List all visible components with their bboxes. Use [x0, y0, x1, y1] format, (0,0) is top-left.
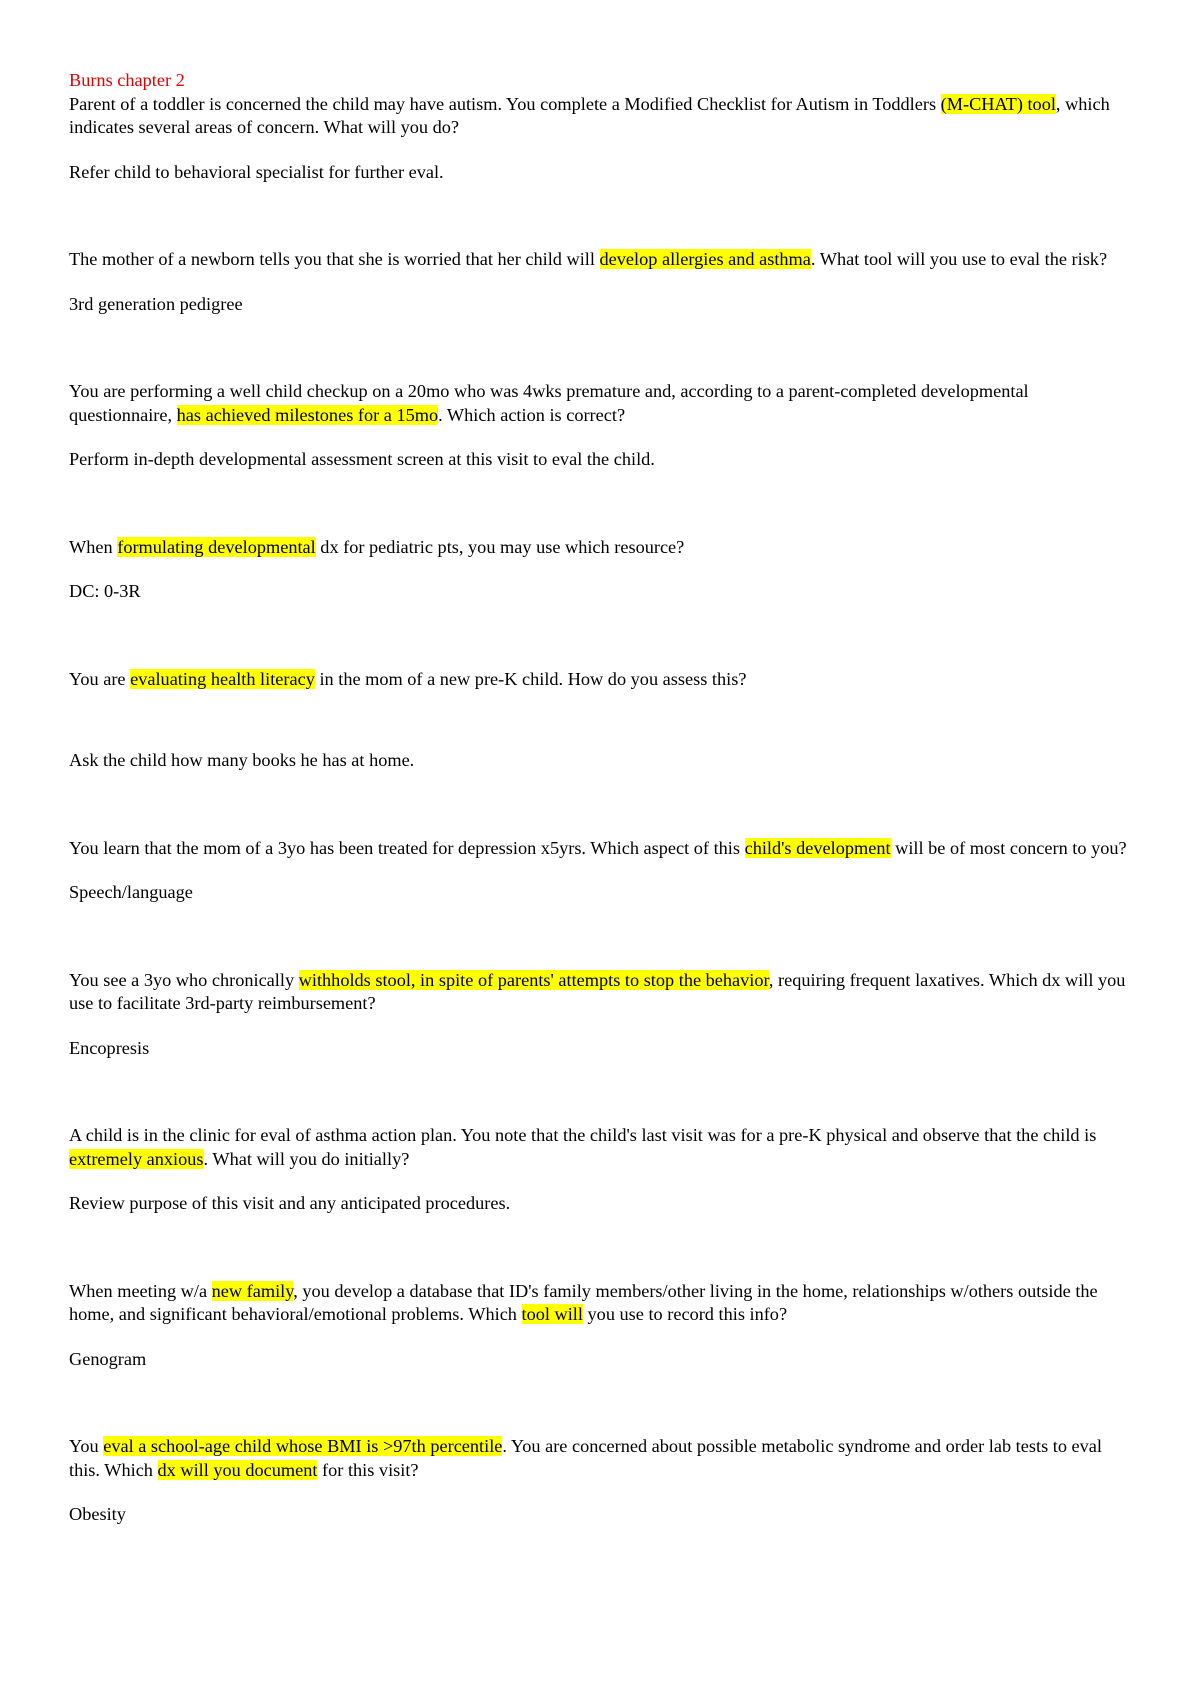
question-segment: . You are concerned about possible metab… [69, 1436, 1102, 1480]
qa-list: Parent of a toddler is concerned the chi… [69, 93, 1129, 1527]
qa-block: You are evaluating health literacy in th… [69, 668, 1129, 773]
spacer [69, 691, 1129, 728]
question-text: Parent of a toddler is concerned the chi… [69, 93, 1129, 140]
question-text: You learn that the mom of a 3yo has been… [69, 837, 1129, 861]
answer-text: Speech/language [69, 882, 193, 902]
highlighted-text: extremely anxious [69, 1148, 204, 1169]
question-segment: , which indicates several areas of conce… [69, 93, 1110, 138]
qa-block: You eval a school-age child whose BMI is… [69, 1435, 1129, 1527]
question-segment: You learn that the mom of a 3yo has been… [69, 837, 745, 858]
highlighted-text: evaluating health literacy [130, 668, 315, 689]
document-page: Burns chapter 2 Parent of a toddler is c… [69, 69, 1129, 1527]
highlighted-text: formulating developmental [117, 536, 316, 557]
question-text: You see a 3yo who chronically withholds … [69, 969, 1129, 1016]
qa-block: A child is in the clinic for eval of ast… [69, 1124, 1129, 1216]
question-segment: will be of most concern to you? [890, 837, 1127, 858]
answer-text: Review purpose of this visit and any ant… [69, 1193, 511, 1213]
answer-text: Perform in-depth developmental assessmen… [69, 449, 655, 469]
question-text: The mother of a newborn tells you that s… [69, 248, 1129, 272]
qa-block: Parent of a toddler is concerned the chi… [69, 93, 1129, 185]
question-segment: When [69, 536, 118, 557]
question-segment: The mother of a newborn tells you that s… [69, 249, 600, 269]
section-gap [69, 905, 1129, 969]
qa-block: You see a 3yo who chronically withholds … [69, 969, 1129, 1061]
question-segment: for this visit? [317, 1459, 419, 1480]
question-segment: , requiring frequent laxatives. Which dx… [69, 969, 1126, 1014]
section-gap [69, 184, 1129, 248]
question-segment: . What will you do initially? [203, 1148, 410, 1169]
answer-text: Genogram [69, 1348, 147, 1369]
document-title: Burns chapter 2 [69, 70, 185, 90]
question-text: You are evaluating health literacy in th… [69, 668, 1129, 692]
question-segment: . Which action is correct? [438, 404, 626, 425]
question-segment: in the mom of a new pre-K child. How do … [314, 668, 747, 689]
highlighted-text: dx will you document [157, 1459, 318, 1480]
question-segment: you use to record this info? [582, 1304, 788, 1324]
answer-text: Ask the child how many books he has at h… [69, 750, 415, 770]
question-segment: You are performing a well child checkup … [69, 381, 1029, 425]
question-segment: When meeting w/a [69, 1280, 212, 1301]
question-segment: You [69, 1436, 104, 1456]
section-gap [69, 1060, 1129, 1124]
highlighted-text: withholds stool, in spite of parents' at… [298, 969, 769, 990]
section-gap [69, 604, 1129, 668]
section-gap [69, 773, 1129, 837]
section-gap [69, 316, 1129, 380]
answer-text: Refer child to behavioral specialist for… [69, 161, 444, 182]
highlighted-text: child's development [744, 837, 891, 858]
highlighted-text: eval a school-age child whose BMI is >97… [103, 1436, 503, 1456]
question-segment: You are [69, 668, 131, 689]
section-gap [69, 1216, 1129, 1280]
qa-block: When formulating developmental dx for pe… [69, 536, 1129, 604]
highlighted-text: develop allergies and asthma [599, 249, 811, 269]
question-segment: . What tool will you use to eval the ris… [810, 249, 1108, 269]
answer-text: DC: 0-3R [69, 581, 141, 601]
highlighted-text: new family [211, 1280, 294, 1301]
qa-block: The mother of a newborn tells you that s… [69, 248, 1129, 316]
answer-text: 3rd generation pedigree [69, 293, 243, 314]
question-text: A child is in the clinic for eval of ast… [69, 1124, 1129, 1171]
section-gap [69, 1371, 1129, 1435]
answer-text: Obesity [69, 1504, 126, 1524]
qa-block: You are performing a well child checkup … [69, 380, 1129, 472]
question-text: When formulating developmental dx for pe… [69, 536, 1129, 560]
question-segment: dx for pediatric pts, you may use which … [315, 536, 685, 557]
answer-text: Encopresis [69, 1037, 150, 1058]
question-segment: A child is in the clinic for eval of ast… [69, 1125, 1097, 1145]
highlighted-text: (M-CHAT) tool [940, 93, 1056, 114]
highlighted-text: has achieved milestones for a 15mo [176, 404, 439, 425]
question-segment: , you develop a database that ID's famil… [69, 1280, 1098, 1325]
qa-block: When meeting w/a new family, you develop… [69, 1280, 1129, 1372]
question-text: You eval a school-age child whose BMI is… [69, 1435, 1129, 1482]
question-text: When meeting w/a new family, you develop… [69, 1280, 1129, 1327]
question-segment: Parent of a toddler is concerned the chi… [69, 93, 941, 114]
highlighted-text: tool will [521, 1304, 583, 1324]
question-segment: You see a 3yo who chronically [69, 969, 299, 990]
section-gap [69, 472, 1129, 536]
question-text: You are performing a well child checkup … [69, 380, 1129, 427]
qa-block: You learn that the mom of a 3yo has been… [69, 837, 1129, 905]
